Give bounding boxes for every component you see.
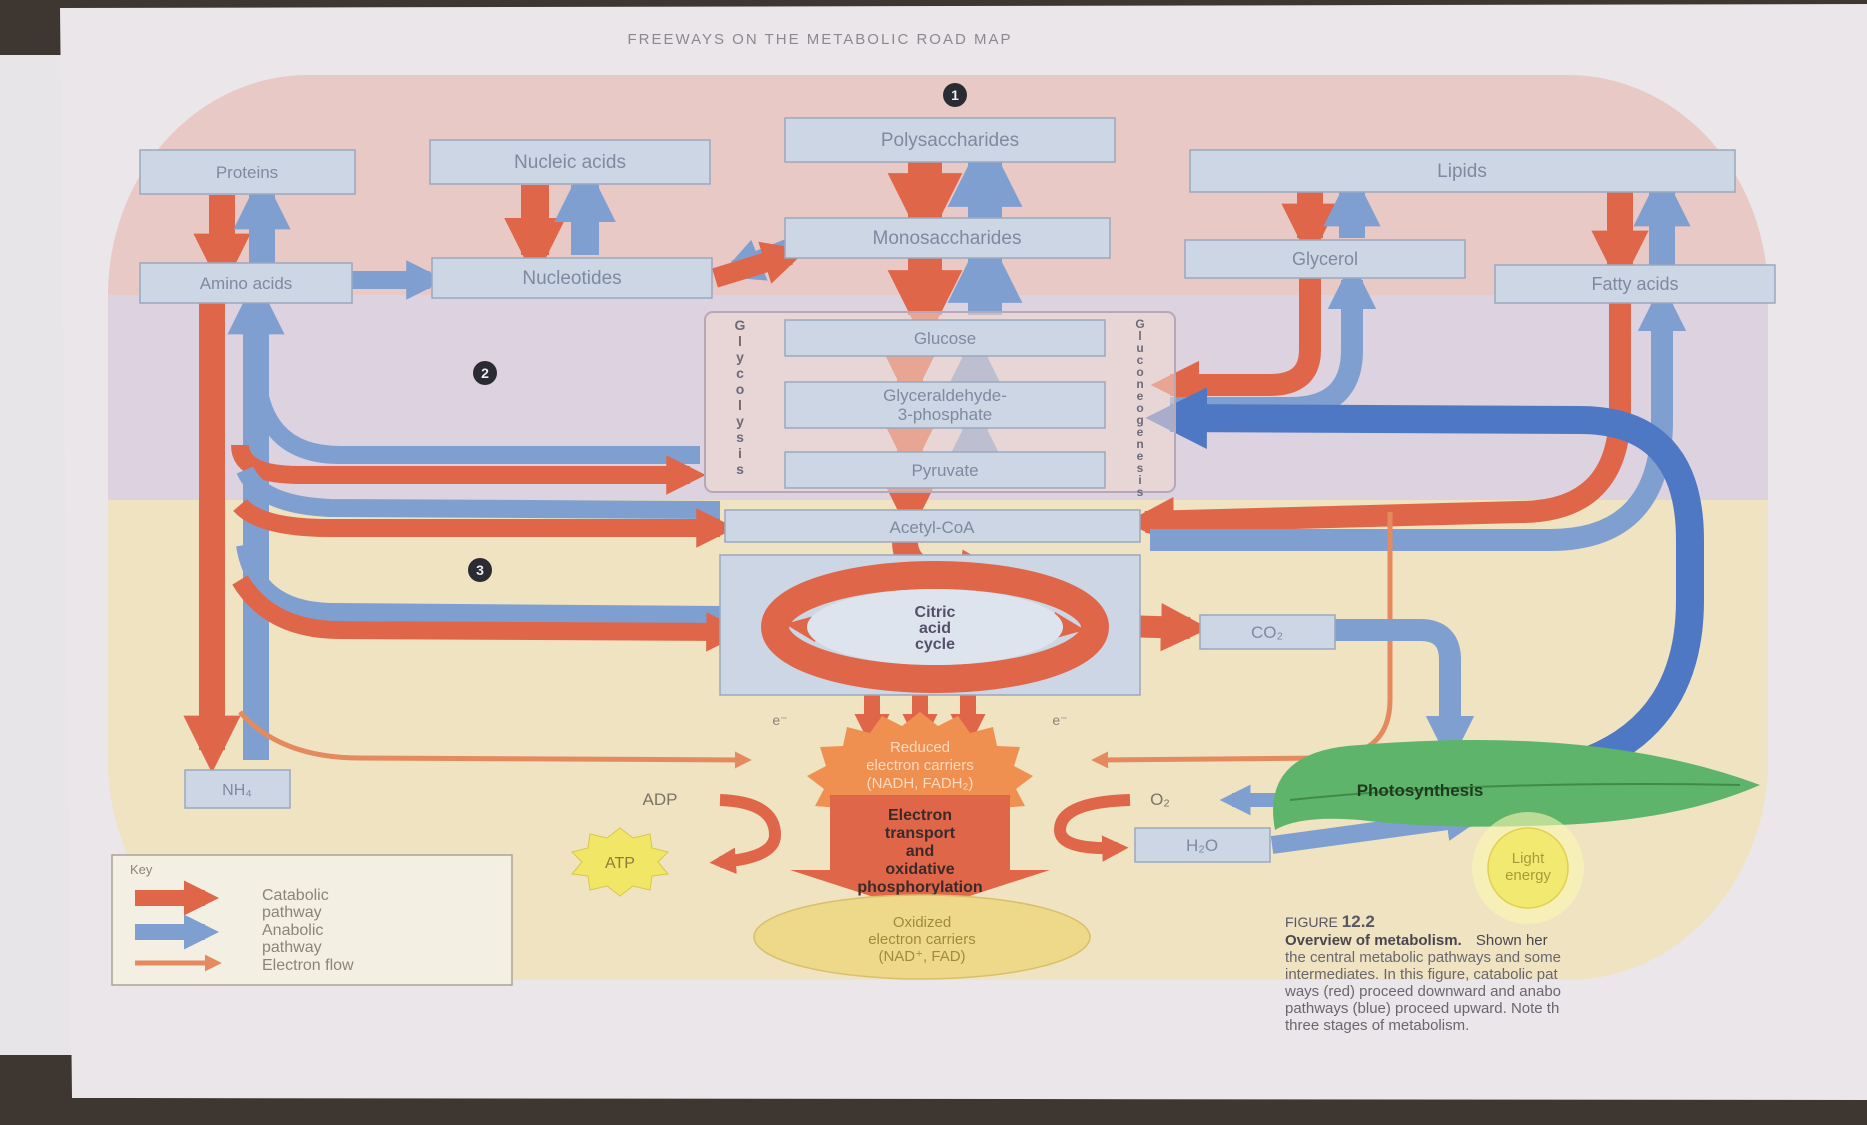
glycolysis-letter: l [738,397,742,413]
legend-electron-label: Electron flow [262,957,354,974]
caption-figure-label: FIGURE 12.2 [1285,912,1375,931]
caption-line6: three stages of metabolism. [1285,1017,1469,1034]
light-energy-line1: Light [1512,850,1545,867]
lipids-label: Lipids [1437,161,1487,182]
gluconeogenesis-vertical-label: G l u c o n e o g e n e s i s [1135,317,1144,499]
gluconeogenesis-letter: s [1137,485,1144,499]
adp-label: ADP [643,790,678,809]
proteins-label: Proteins [216,163,278,182]
caption-label: FIGURE [1285,914,1338,930]
glycolysis-letter: G [735,317,746,333]
g3p-label-line1: Glyceraldehyde- [883,386,1007,405]
glucose-label: Glucose [914,329,976,348]
reduced-carriers-line3: (NADH, FADH₂) [867,775,974,792]
caption-number: 12.2 [1342,912,1375,931]
legend-catabolic-line2: pathway [262,904,322,921]
electron-transport-line4: oxidative [885,861,954,878]
monosaccharides-label: Monosaccharides [873,228,1022,249]
glycolysis-letter: i [738,445,742,461]
photosynthesis-label: Photosynthesis [1357,781,1484,800]
citric-cycle-label-line3: cycle [915,636,955,653]
polysaccharides-label: Polysaccharides [881,130,1019,151]
caption-line2: the central metabolic pathways and some [1285,949,1561,966]
caption-title-line: Overview of metabolism. Shown her [1285,932,1548,949]
glycolysis-letter: y [736,349,744,365]
o2-label: O₂ [1150,790,1170,809]
reduced-carriers-line1: Reduced [890,739,950,756]
electron-transport-line1: Electron [888,807,952,824]
citric-cycle-label-line1: Citric [915,604,956,621]
caption-title: Overview of metabolism. [1285,932,1462,949]
nucleic-acids-label: Nucleic acids [514,152,626,173]
glycerol-label: Glycerol [1292,249,1358,269]
electron-transport-line3: and [906,843,934,860]
legend-anabolic-line2: pathway [262,939,322,956]
electron-symbol-left: e⁻ [772,712,787,728]
running-head: FREEWAYS ON THE METABOLIC ROAD MAP [628,31,1013,48]
glycolysis-letter: l [738,333,742,349]
electron-transport-line2: transport [885,825,956,842]
h2o-label: H₂O [1186,836,1218,855]
caption-line3: intermediates. In this figure, catabolic… [1285,966,1558,983]
atp-label: ATP [605,855,635,872]
electron-transport-line5: phosphorylation [857,879,982,896]
oxidized-carriers-line1: Oxidized [893,914,951,931]
stage-marker-2-label: 2 [481,365,489,381]
caption-line5: pathways (blue) proceed upward. Note th [1285,1000,1559,1017]
glycolysis-letter: o [736,381,745,397]
nucleotides-label: Nucleotides [522,268,621,289]
pyruvate-label: Pyruvate [911,461,978,480]
nh4-label: NH₄ [222,782,252,799]
stage-marker-1-label: 1 [951,87,959,103]
citric-acid-cycle: Citric acid cycle [720,555,1140,695]
fatty-acids-label: Fatty acids [1591,274,1678,294]
stage-marker-3-label: 3 [476,562,484,578]
acetyl-coa-label: Acetyl-CoA [889,518,975,537]
caption-line4: ways (red) proceed downward and anabo [1284,983,1561,1000]
glycolysis-letter: c [736,365,744,381]
oxidized-carriers-line3: (NAD⁺, FAD) [878,948,965,965]
caption-line1-rest: Shown her [1476,932,1548,949]
legend-catabolic-line1: Catabolic [262,887,329,904]
glycolysis-letter: y [736,413,744,429]
oxidized-carriers-line2: electron carriers [868,931,976,948]
glycolysis-letter: s [736,461,744,477]
co2-label: CO₂ [1251,623,1283,642]
citric-cycle-label-line2: acid [919,620,951,637]
electron-symbol-right: e⁻ [1052,712,1067,728]
g3p-label-line2: 3-phosphate [898,405,993,424]
legend: Key Catabolic pathway Anabolic pathway E… [112,855,512,985]
legend-anabolic-line1: Anabolic [262,922,323,939]
glycolysis-letter: s [736,429,744,445]
legend-title: Key [130,862,153,877]
amino-acids-label: Amino acids [200,274,293,293]
reduced-carriers-line2: electron carriers [866,757,974,774]
light-energy-sun: Light energy [1472,812,1584,924]
light-energy-line2: energy [1505,867,1551,884]
